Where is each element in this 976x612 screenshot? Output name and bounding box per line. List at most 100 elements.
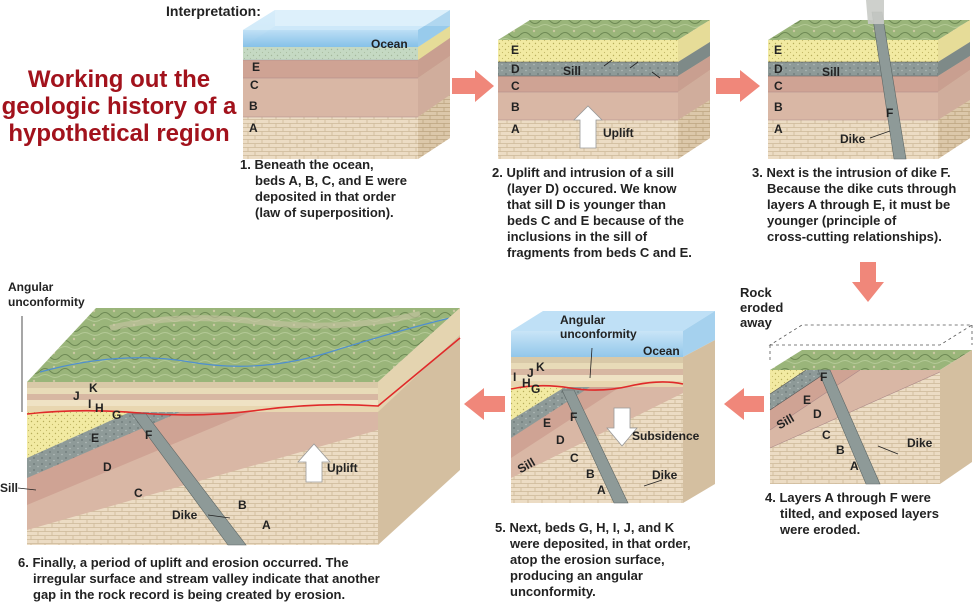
p6-caption: 6. Finally, a period of uplift and erosi… (18, 555, 380, 603)
p2-caption-line-1: 2. Uplift and intrusion of a sill (492, 165, 675, 180)
p6-label-I: I (88, 397, 92, 411)
p2-caption-line-6: fragments from beds C and E. (507, 245, 692, 260)
p1-caption: 1. Beneath the ocean, beds A, B, C, and … (240, 157, 407, 221)
p6-label-sill: Sill (0, 481, 19, 495)
p5-label-D: D (556, 433, 565, 447)
p3-caption: 3. Next is the intrusion of dike F. Beca… (752, 165, 956, 245)
p6-label-C: C (134, 486, 143, 500)
p3-label-C: C (774, 79, 783, 93)
p6-label-K: K (89, 381, 98, 395)
sequence-arrow-5 (464, 388, 505, 420)
header-label: Interpretation: (166, 3, 261, 19)
p4-caption: 4. Layers A through F were tilted, and e… (765, 490, 939, 538)
p4-label-eroded-line-2: eroded (740, 300, 784, 315)
p2-label-C: C (511, 79, 520, 93)
p5-caption-line-4: producing an angular (510, 568, 643, 583)
block-diagram-6 (17, 308, 461, 546)
p4-label-D: D (813, 407, 822, 421)
p5-label-H: H (522, 376, 531, 390)
main-title-line-1: Working out the (27, 66, 211, 93)
p4-caption-line-2: tilted, and exposed layers (780, 506, 939, 521)
sequence-arrow-4 (724, 388, 764, 420)
sequence-arrow-3 (852, 262, 884, 302)
p2-label-D: D (511, 62, 520, 76)
p1-label-B: B (249, 99, 258, 113)
p6-label-uplift: Uplift (327, 461, 358, 475)
p2-label-uplift: Uplift (603, 126, 634, 140)
p5-caption-line-2: were deposited, in that order, (510, 536, 691, 551)
main-title-line-2: geologic history of a (1, 93, 237, 120)
p6-label-J: J (73, 389, 80, 403)
p5-label-ocean: Ocean (643, 344, 680, 358)
p1-label-E: E (252, 60, 261, 74)
p6-label-A: A (262, 518, 271, 532)
p6-label-angular-line-1: Angular (8, 280, 54, 294)
p5-label-dike: Dike (652, 468, 678, 482)
p1-label-ocean: Ocean (371, 37, 408, 51)
p4-label-C: C (822, 428, 831, 442)
p6-caption-line-1: 6. Finally, a period of uplift and erosi… (18, 555, 349, 570)
p5-label-C: C (570, 451, 579, 465)
p6-label-H: H (95, 401, 104, 415)
p6-label-angular-line-2: unconformity (8, 295, 85, 309)
p6-caption-line-3: gap in the rock record is being created … (33, 587, 346, 602)
p1-label-A: A (249, 121, 258, 135)
p3-caption-line-1: 3. Next is the intrusion of dike F. (752, 165, 951, 180)
p6-label-B: B (238, 498, 247, 512)
p3-caption-line-3: layers A through E, it must be (767, 197, 951, 212)
p4-label-E: E (803, 393, 812, 407)
p6-label-E: E (91, 431, 100, 445)
p5-caption: 5. Next, beds G, H, I, J, and K were dep… (495, 520, 691, 600)
p6-label-F: F (145, 428, 153, 442)
p4-label-A: A (850, 459, 859, 473)
p1-label-C: C (250, 78, 259, 92)
block-diagram-4 (768, 324, 974, 485)
p4-caption-line-1: 4. Layers A through F were (765, 490, 931, 505)
block-diagram-5 (510, 311, 715, 504)
p5-label-angular: Angular unconformity (560, 313, 637, 341)
p3-label-B: B (774, 100, 783, 114)
sequence-arrow-1 (452, 70, 494, 102)
p3-label-D: D (774, 62, 783, 76)
p5-label-angular-line-1: Angular (560, 313, 606, 327)
p2-label-E: E (511, 43, 520, 57)
p1-caption-line-4: (law of superposition). (255, 205, 394, 220)
p5-label-F: F (570, 410, 578, 424)
p4-label-F: F (820, 370, 828, 384)
p2-caption-line-4: beds C and E because of the (507, 213, 684, 228)
p3-caption-line-4: younger (principle of (767, 213, 897, 228)
p4-label-B: B (836, 443, 845, 457)
p2-caption-line-2: (layer D) occured. We know (507, 181, 677, 196)
p5-label-I: I (513, 370, 517, 384)
block-diagram-1 (243, 10, 450, 159)
p5-caption-line-3: atop the erosion surface, (510, 552, 665, 567)
main-title-line-3: hypothetical region (8, 120, 230, 147)
p1-caption-line-2: beds A, B, C, and E were (255, 173, 407, 188)
p1-caption-line-1: 1. Beneath the ocean, (240, 157, 374, 172)
p3-caption-line-5: cross-cutting relationships). (767, 229, 942, 244)
p5-label-subsidence: Subsidence (632, 429, 700, 443)
p2-caption: 2. Uplift and intrusion of a sill (layer… (492, 165, 692, 261)
p3-label-A: A (774, 122, 783, 136)
p6-label-D: D (103, 460, 112, 474)
sequence-arrow-2 (716, 70, 760, 102)
p2-label-B: B (511, 100, 520, 114)
p3-label-dike: Dike (840, 132, 866, 146)
p5-label-J: J (527, 366, 534, 380)
p4-caption-line-3: were eroded. (780, 522, 861, 537)
main-title: Working out the geologic history of a hy… (0, 66, 238, 147)
p4-label-dike: Dike (907, 436, 933, 450)
p4-label-eroded-line-3: away (740, 315, 772, 330)
p5-caption-line-5: unconformity. (510, 584, 596, 599)
p2-caption-line-5: inclusions in the sill of (507, 229, 648, 244)
p6-label-dike: Dike (172, 508, 198, 522)
p2-label-A: A (511, 122, 520, 136)
p5-label-A: A (597, 483, 606, 497)
p5-label-G: G (531, 382, 541, 396)
block-diagram-3 (768, 0, 970, 160)
p5-caption-line-1: 5. Next, beds G, H, I, J, and K (495, 520, 675, 535)
p2-caption-line-3: that sill D is younger than (507, 197, 666, 212)
p2-label-sill: Sill (563, 64, 582, 78)
p5-label-E: E (543, 416, 552, 430)
